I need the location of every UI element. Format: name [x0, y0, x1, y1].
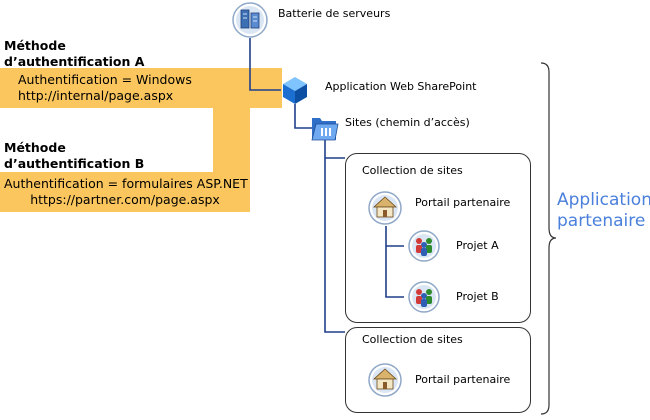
auth-b-details: Authentification = formulaires ASP.NET h…: [4, 176, 248, 208]
auth-a-heading-line1: Méthode: [4, 38, 66, 53]
auth-a-heading-line2: d’authentification A: [4, 54, 145, 69]
auth-a-details: Authentification = Windows http://intern…: [18, 72, 192, 104]
auth-a-line2: http://internal/page.aspx: [18, 88, 174, 103]
auth-link-band: [213, 100, 250, 177]
folder-icon: [311, 118, 339, 141]
auth-a-line1: Authentification = Windows: [18, 72, 192, 87]
sites-label: Sites (chemin d’accès): [345, 116, 470, 129]
web-app-label: Application Web SharePoint: [325, 80, 477, 93]
project-b-label: Projet B: [456, 290, 499, 303]
auth-b-band: [0, 172, 250, 212]
server-farm-icon: [232, 2, 268, 38]
people-icon: [408, 281, 440, 313]
house-icon: [368, 191, 402, 225]
auth-a-heading: Méthode d’authentification A: [4, 38, 144, 70]
connector-webapp-sites: [294, 104, 312, 129]
people-icon: [408, 230, 440, 262]
house-icon: [368, 363, 402, 397]
auth-b-line1: Authentification = formulaires ASP.NET: [4, 176, 248, 191]
collection-2-title: Collection de sites: [362, 333, 463, 346]
collection-2-portal: Portail partenaire: [415, 373, 511, 386]
connector-portal-projects: [385, 226, 404, 298]
collection-1-portal: Portail partenaire: [415, 196, 511, 209]
connector-farm-webapp: [249, 38, 281, 91]
auth-b-line2: https://partner.com/page.aspx: [30, 192, 220, 207]
project-a-label: Projet A: [456, 239, 499, 252]
partner-app-line2: partenaire: [557, 211, 646, 231]
auth-b-heading-line2: d’authentification B: [4, 156, 145, 171]
auth-b-heading: Méthode d’authentification B: [4, 140, 144, 172]
auth-b-heading-line1: Méthode: [4, 140, 66, 155]
server-farm-label: Batterie de serveurs: [278, 7, 391, 20]
partner-app-line1: Application: [557, 190, 650, 210]
connector-sites-collections: [324, 140, 345, 333]
partner-app-brace: [540, 62, 557, 415]
partner-app-label: Application partenaire: [557, 190, 650, 232]
cube-icon: [283, 77, 307, 104]
collection-1-title: Collection de sites: [362, 164, 463, 177]
